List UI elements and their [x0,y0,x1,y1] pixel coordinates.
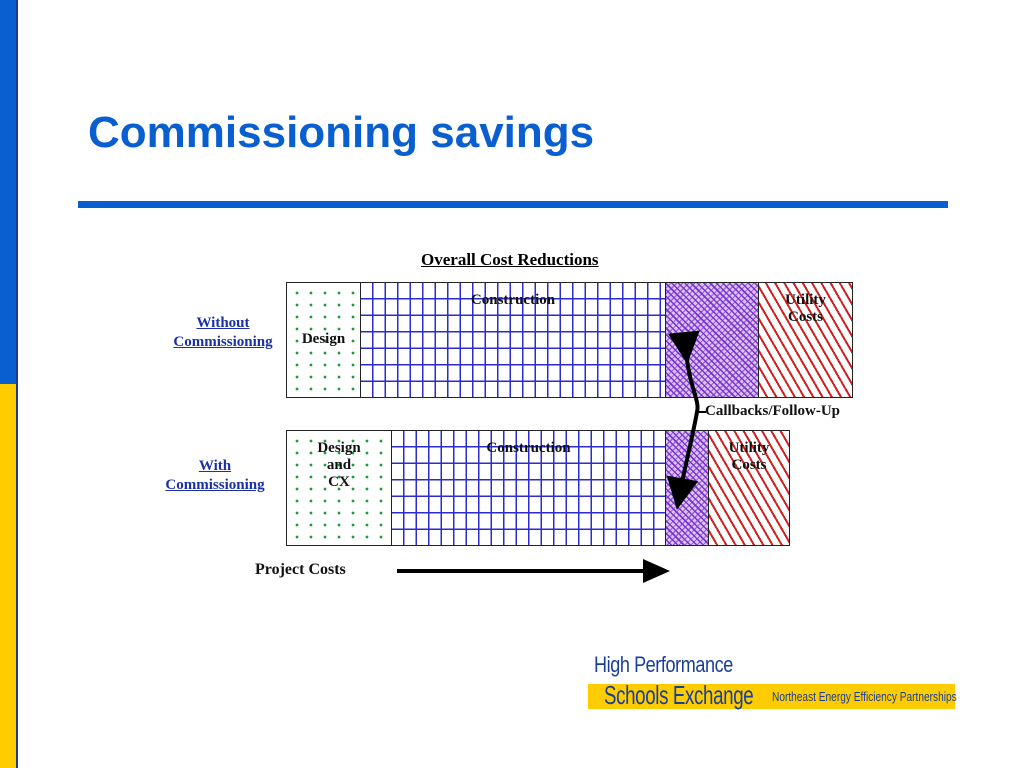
segment-construction: Construction [392,431,666,545]
segment-design-and-cx: Design and CX [287,431,392,545]
axis-label: Project Costs [255,561,346,578]
side-bar-blue [0,0,16,384]
bar-without-commissioning: Design Construction Utility Costs [286,282,853,398]
row-label-without: Without Commissioning [160,314,286,352]
segment-label: Utility Costs [728,440,770,473]
logo-line-2: Schools Exchange [604,680,754,710]
row-label-with: With Commissioning [150,457,280,495]
row-label-line: Without [196,315,250,331]
callout-label: Callbacks/Follow-Up [705,403,841,419]
project-costs-arrowhead [643,559,670,583]
segment-label: Design and CX [317,440,361,490]
segment-label: Construction [486,440,571,456]
segment-design: Design [287,283,361,397]
callback-arrow [666,330,700,510]
side-bar-yellow [0,384,16,768]
segment-utility: Utility Costs [709,431,789,545]
logo-tagline: Northeast Energy Efficiency Partnerships [772,689,957,704]
title-rule [78,201,948,208]
segment-label: Construction [470,292,556,308]
slide-title: Commissioning savings [88,108,595,157]
segment-construction: Construction [361,283,666,397]
side-divider-line [16,0,18,768]
segment-label: Utility Costs [785,292,826,325]
logo-line-1: High Performance [594,652,733,677]
diagram-title: Overall Cost Reductions [421,250,599,269]
row-label-line: Commissioning [165,477,265,493]
logo-band [588,684,955,709]
row-label-line: With [198,458,232,474]
segment-label: Design [301,331,346,347]
segment-utility: Utility Costs [759,283,852,397]
row-label-line: Commissioning [173,334,273,350]
